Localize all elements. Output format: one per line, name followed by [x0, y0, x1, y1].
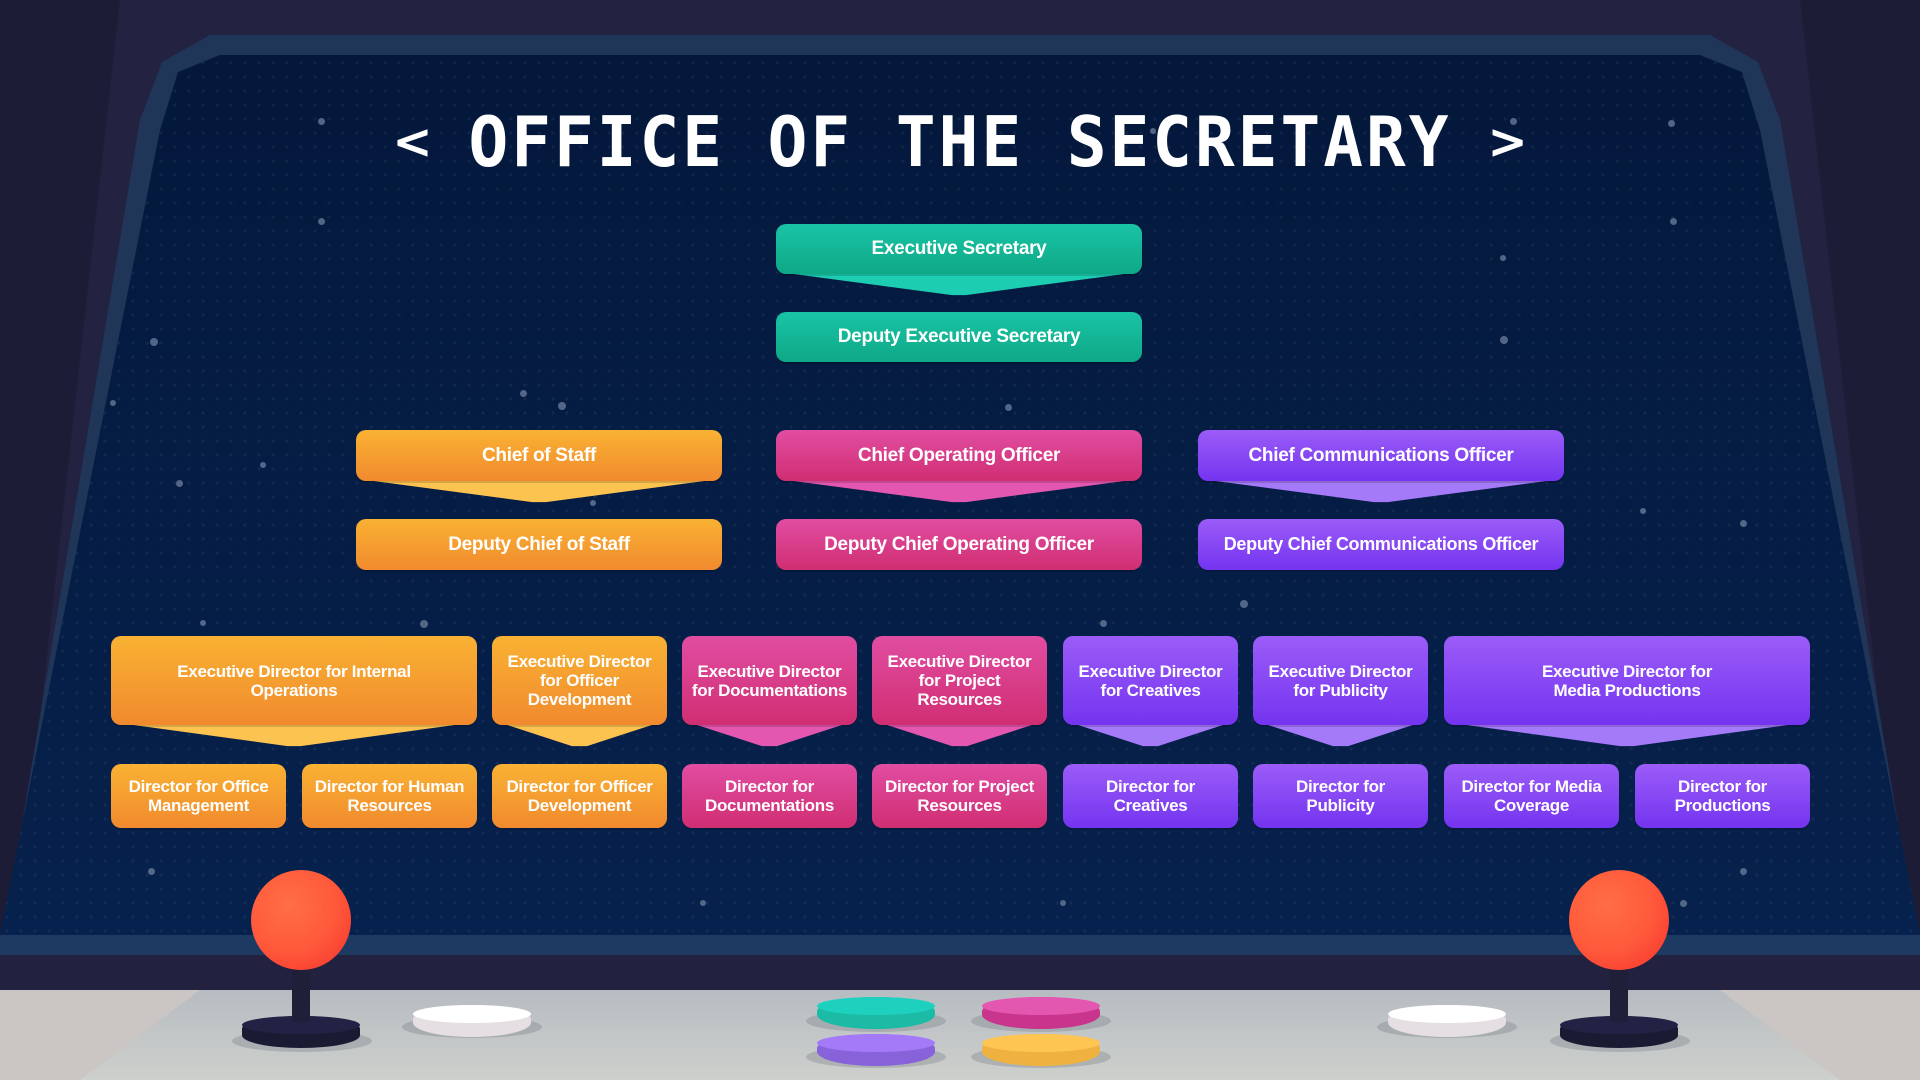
node-deputy-executive-secretary: Deputy Executive Secretary — [776, 312, 1142, 362]
arcade-button-purple[interactable] — [817, 1034, 935, 1066]
arcade-button-teal[interactable] — [817, 997, 935, 1029]
arcade-button-white-left[interactable] — [413, 1005, 531, 1037]
node-label: Executive Director for Officer Developme… — [507, 652, 652, 709]
page-title: < OFFICE OF THE SECRETARY > — [0, 100, 1920, 184]
node-director-documentations: Director for Documentations — [682, 764, 857, 828]
node-label: Director for Documentations — [705, 777, 834, 815]
node-label: Deputy Chief of Staff — [448, 533, 630, 555]
node-label: Executive Secretary — [871, 238, 1047, 259]
title-text: OFFICE OF THE SECRETARY — [468, 101, 1452, 183]
node-ed-officer-development: Executive Director for Officer Developme… — [492, 636, 667, 725]
node-label: Director for Media Coverage — [1461, 777, 1602, 815]
node-label: Executive Director for Internal Operatio… — [177, 661, 411, 700]
arcade-button-pink[interactable] — [982, 997, 1100, 1029]
node-label: Director for Project Resources — [885, 777, 1034, 815]
node-director-creatives: Director for Creatives — [1063, 764, 1238, 828]
node-label: Executive Director for Media Productions — [1541, 661, 1713, 700]
node-director-publicity: Director for Publicity — [1253, 764, 1428, 828]
node-label: Executive Director for Publicity — [1268, 661, 1413, 700]
node-deputy-chief-operating-officer: Deputy Chief Operating Officer — [776, 519, 1142, 570]
node-chief-operating-officer: Chief Operating Officer — [776, 430, 1142, 481]
node-label: Chief Communications Officer — [1248, 444, 1514, 466]
node-director-office-management: Director for Office Management — [111, 764, 286, 828]
node-executive-secretary: Executive Secretary — [776, 224, 1142, 274]
node-label: Executive Director for Project Resources — [887, 652, 1032, 709]
node-ed-project-resources: Executive Director for Project Resources — [872, 636, 1047, 725]
arcade-button-yellow[interactable] — [982, 1034, 1100, 1066]
node-label: Deputy Chief Operating Officer — [824, 533, 1094, 555]
chevron-left-icon[interactable]: < — [392, 114, 433, 170]
node-label: Executive Director for Documentations — [691, 661, 848, 700]
joystick-shaft — [292, 966, 310, 1022]
node-label: Deputy Chief Communications Officer — [1223, 534, 1539, 554]
node-director-project-resources: Director for Project Resources — [872, 764, 1047, 828]
node-deputy-chief-of-staff: Deputy Chief of Staff — [356, 519, 722, 570]
node-chief-of-staff: Chief of Staff — [356, 430, 722, 481]
node-label: Executive Director for Creatives — [1078, 661, 1223, 700]
node-label: Director for Creatives — [1106, 777, 1195, 815]
node-director-productions: Director for Productions — [1635, 764, 1810, 828]
node-label: Chief Operating Officer — [857, 444, 1061, 466]
node-chief-communications-officer: Chief Communications Officer — [1198, 430, 1564, 481]
node-ed-creatives: Executive Director for Creatives — [1063, 636, 1238, 725]
node-label: Chief of Staff — [481, 444, 596, 466]
node-label: Director for Office Management — [128, 777, 269, 815]
node-label: Deputy Executive Secretary — [837, 326, 1081, 347]
node-ed-publicity: Executive Director for Publicity — [1253, 636, 1428, 725]
arcade-button-white-right[interactable] — [1388, 1005, 1506, 1037]
screen-bottom-band — [0, 935, 1920, 955]
node-label: Director for Officer Development — [506, 777, 653, 815]
joystick-ball-icon[interactable] — [251, 870, 351, 970]
node-label: Director for Publicity — [1296, 777, 1385, 815]
chevron-right-icon[interactable]: > — [1487, 114, 1528, 170]
node-ed-documentations: Executive Director for Documentations — [682, 636, 857, 725]
node-director-human-resources: Director for Human Resources — [302, 764, 477, 828]
node-label: Director for Productions — [1674, 777, 1771, 815]
joystick-shaft — [1610, 966, 1628, 1022]
node-director-officer-development: Director for Officer Development — [492, 764, 667, 828]
node-ed-media-productions: Executive Director for Media Productions — [1444, 636, 1810, 725]
node-deputy-chief-communications-officer: Deputy Chief Communications Officer — [1198, 519, 1564, 570]
joystick-ball-icon[interactable] — [1569, 870, 1669, 970]
joystick-base — [1560, 1016, 1678, 1048]
node-director-media-coverage: Director for Media Coverage — [1444, 764, 1619, 828]
node-ed-internal-operations: Executive Director for Internal Operatio… — [111, 636, 477, 725]
node-label: Director for Human Resources — [314, 777, 465, 815]
